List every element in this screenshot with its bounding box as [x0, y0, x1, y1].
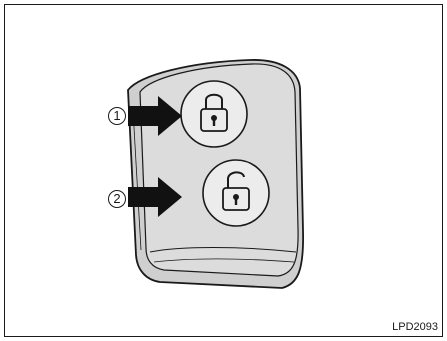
figure-code: LPD2093 [392, 321, 438, 333]
callout-2: 2 [108, 190, 126, 208]
unlock-button[interactable] [203, 160, 269, 226]
lock-button[interactable] [181, 81, 247, 147]
callout-1: 1 [108, 107, 126, 125]
